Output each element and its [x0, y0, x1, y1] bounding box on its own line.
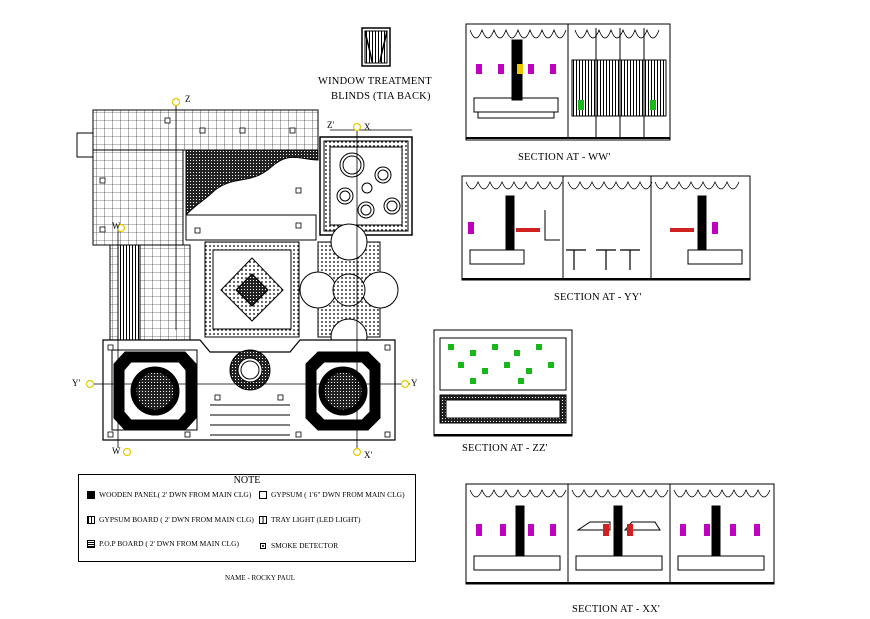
axis-x-label: X	[364, 122, 371, 132]
legend-item-tray-light: TRAY LIGHT (LED LIGHT)	[259, 515, 361, 524]
window-treatment-title: WINDOW TREATMENT	[318, 76, 432, 87]
window-treatment-subtitle: BLINDS (TIA BACK)	[331, 91, 431, 102]
section-ww-label: SECTION AT - WW'	[518, 152, 611, 163]
note-legend: NOTE WOODEN PANEL( 2' DWN FROM MAIN CLG)…	[78, 474, 416, 562]
legend-item-label: SMOKE DETECTOR	[271, 541, 339, 550]
axis-y-prime-label: Y'	[72, 378, 81, 388]
legend-item-wooden-panel: WOODEN PANEL( 2' DWN FROM MAIN CLG)	[87, 490, 251, 499]
legend-item-smoke-detector: SMOKE DETECTOR	[259, 541, 338, 550]
axis-z-prime-label: Z'	[327, 120, 335, 130]
note-title: NOTE	[233, 475, 261, 486]
section-yy-drawing	[461, 175, 751, 281]
section-xx-label: SECTION AT - XX'	[572, 604, 661, 615]
legend-item-label: GYPSUM ( 1'6" DWN FROM MAIN CLG)	[271, 490, 405, 499]
pop-board-swatch-icon	[87, 539, 95, 548]
legend-item-label: P.O.P BOARD ( 2' DWN FROM MAIN CLG)	[99, 539, 240, 548]
tray-light-swatch-icon	[259, 515, 267, 524]
legend-item-gypsum-board: GYPSUM BOARD ( 2' DWN FROM MAIN CLG)	[87, 515, 254, 524]
author-name: NAME - ROCKY PAUL	[225, 574, 296, 582]
legend-item-label: WOODEN PANEL( 2' DWN FROM MAIN CLG)	[99, 490, 252, 499]
axis-w-bottom-label: W	[112, 446, 121, 456]
axis-y-label: Y	[411, 378, 418, 388]
section-yy-label: SECTION AT - YY'	[554, 292, 642, 303]
smoke-detector-icon	[259, 542, 267, 550]
wooden-panel-swatch-icon	[87, 490, 95, 499]
legend-item-label: TRAY LIGHT (LED LIGHT)	[271, 515, 361, 524]
axis-w-top-label: W	[112, 221, 121, 231]
legend-item-label: GYPSUM BOARD ( 2' DWN FROM MAIN CLG)	[99, 515, 254, 524]
gypsum-swatch-icon	[259, 490, 267, 499]
section-zz-drawing	[433, 329, 573, 437]
gypsum-board-swatch-icon	[87, 515, 95, 524]
window-treatment-icon	[361, 27, 391, 67]
legend-item-gypsum: GYPSUM ( 1'6" DWN FROM MAIN CLG)	[259, 490, 405, 499]
section-zz-label: SECTION AT - ZZ'	[462, 443, 548, 454]
axis-z-label: Z	[185, 94, 191, 104]
legend-item-pop-board: P.O.P BOARD ( 2' DWN FROM MAIN CLG)	[87, 539, 239, 548]
axis-x-prime-label: X'	[364, 450, 373, 460]
section-xx-drawing	[465, 483, 775, 585]
section-ww-drawing	[465, 23, 671, 141]
ceiling-plan	[76, 97, 413, 457]
